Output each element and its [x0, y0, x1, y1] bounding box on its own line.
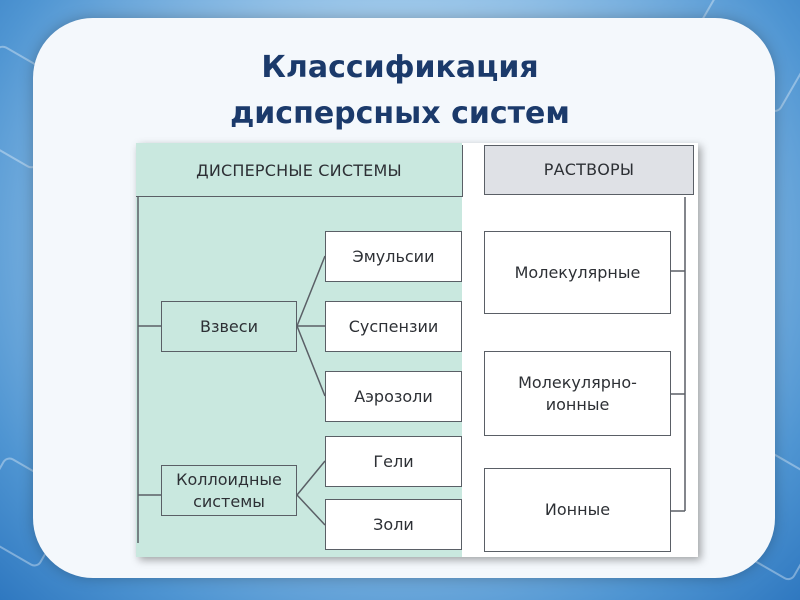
- sols-box: Золи: [325, 499, 462, 550]
- gels-box: Гели: [325, 436, 462, 487]
- ionic-box: Ионные: [484, 468, 671, 552]
- emulsions-box: Эмульсии: [325, 231, 462, 282]
- aerosols-box: Аэрозоли: [325, 371, 462, 422]
- solutions-header: РАСТВОРЫ: [484, 145, 694, 195]
- slide-title-line-2: дисперсных систем: [230, 96, 570, 131]
- connector-lines: [137, 197, 686, 543]
- suspensions-child-box: Суспензии: [325, 301, 462, 352]
- fan-emulsions: [296, 255, 326, 327]
- slide-title-line-1: Классификация: [261, 50, 539, 85]
- disperse-systems-header: ДИСПЕРСНЫЕ СИСТЕМЫ: [136, 145, 463, 197]
- colloidal-systems-box: Коллоидные системы: [161, 465, 297, 516]
- molecular-box: Молекулярные: [484, 231, 671, 314]
- classification-diagram: ДИСПЕРСНЫЕ СИСТЕМЫ Взвеси Эмульсии Суспе…: [136, 143, 698, 557]
- suspensions-box: Взвеси: [161, 301, 297, 352]
- fan-gels: [296, 460, 326, 496]
- molecular-ionic-box: Молекулярно-ионные: [484, 351, 671, 436]
- fan-sols: [296, 494, 326, 526]
- fan-aerosols: [296, 325, 326, 397]
